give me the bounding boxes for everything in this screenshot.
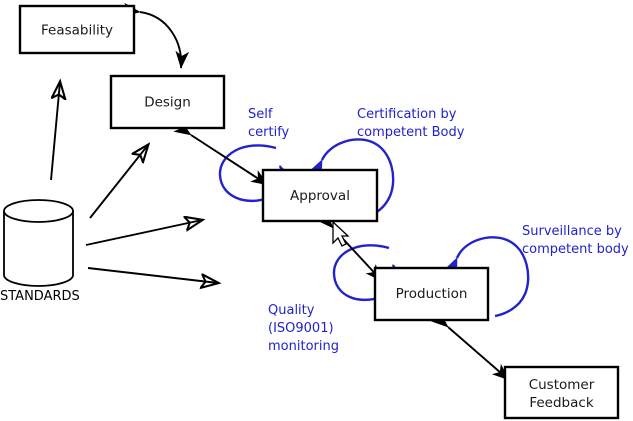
node-customer-feedback[interactable]: Customer Feedback — [503, 365, 620, 420]
edge-surveillance-loop — [443, 236, 530, 318]
node-label-customer-feedback-line1: Customer — [529, 377, 595, 393]
node-standards-datastore[interactable]: STANDARDS — [0, 199, 80, 304]
node-label-production: Production — [396, 286, 468, 302]
annotation-quality-iso9001-monitoring: Quality (ISO9001) monitoring — [268, 303, 339, 354]
annotation-self-certify: Self certify — [248, 107, 290, 140]
node-label-standards: STANDARDS — [0, 289, 80, 304]
node-label-design: Design — [144, 95, 191, 111]
annotation-self-certify-line2: certify — [248, 125, 290, 140]
annotation-self-certify-line1: Self — [248, 107, 273, 122]
annotation-certification-line2: competent Body — [357, 125, 465, 140]
edge-standards-to-production-area — [87, 267, 218, 283]
annotation-quality-line2: (ISO9001) — [268, 321, 334, 336]
annotation-certification-line1: Certification by — [357, 107, 457, 122]
node-label-approval: Approval — [290, 188, 350, 204]
node-label-customer-feedback-line2: Feedback — [529, 395, 593, 411]
annotation-quality-line3: monitoring — [268, 339, 339, 354]
mouse-cursor-icon — [332, 220, 350, 247]
node-design[interactable]: Design — [109, 74, 226, 130]
node-label-feasability: Feasability — [41, 23, 113, 39]
node-feasability[interactable]: Feasability — [18, 4, 136, 55]
annotation-surveillance-line2: competent body — [522, 242, 629, 257]
edge-design-to-approval — [173, 120, 269, 186]
annotation-quality-line1: Quality — [268, 303, 315, 318]
node-approval[interactable]: Approval — [261, 168, 379, 223]
edge-design-to-feasability — [122, 2, 190, 69]
node-production[interactable]: Production — [373, 266, 490, 322]
edge-standards-to-approval-area — [85, 220, 202, 246]
annotation-certification-by-competent-body: Certification by competent Body — [357, 107, 465, 140]
edge-standards-to-feasability — [50, 82, 60, 181]
edge-production-to-customer-feedback — [430, 310, 510, 381]
edge-standards-to-design — [89, 145, 148, 219]
annotation-surveillance-by-competent-body: Surveillance by competent body — [522, 224, 629, 257]
annotation-surveillance-line1: Surveillance by — [522, 224, 622, 239]
